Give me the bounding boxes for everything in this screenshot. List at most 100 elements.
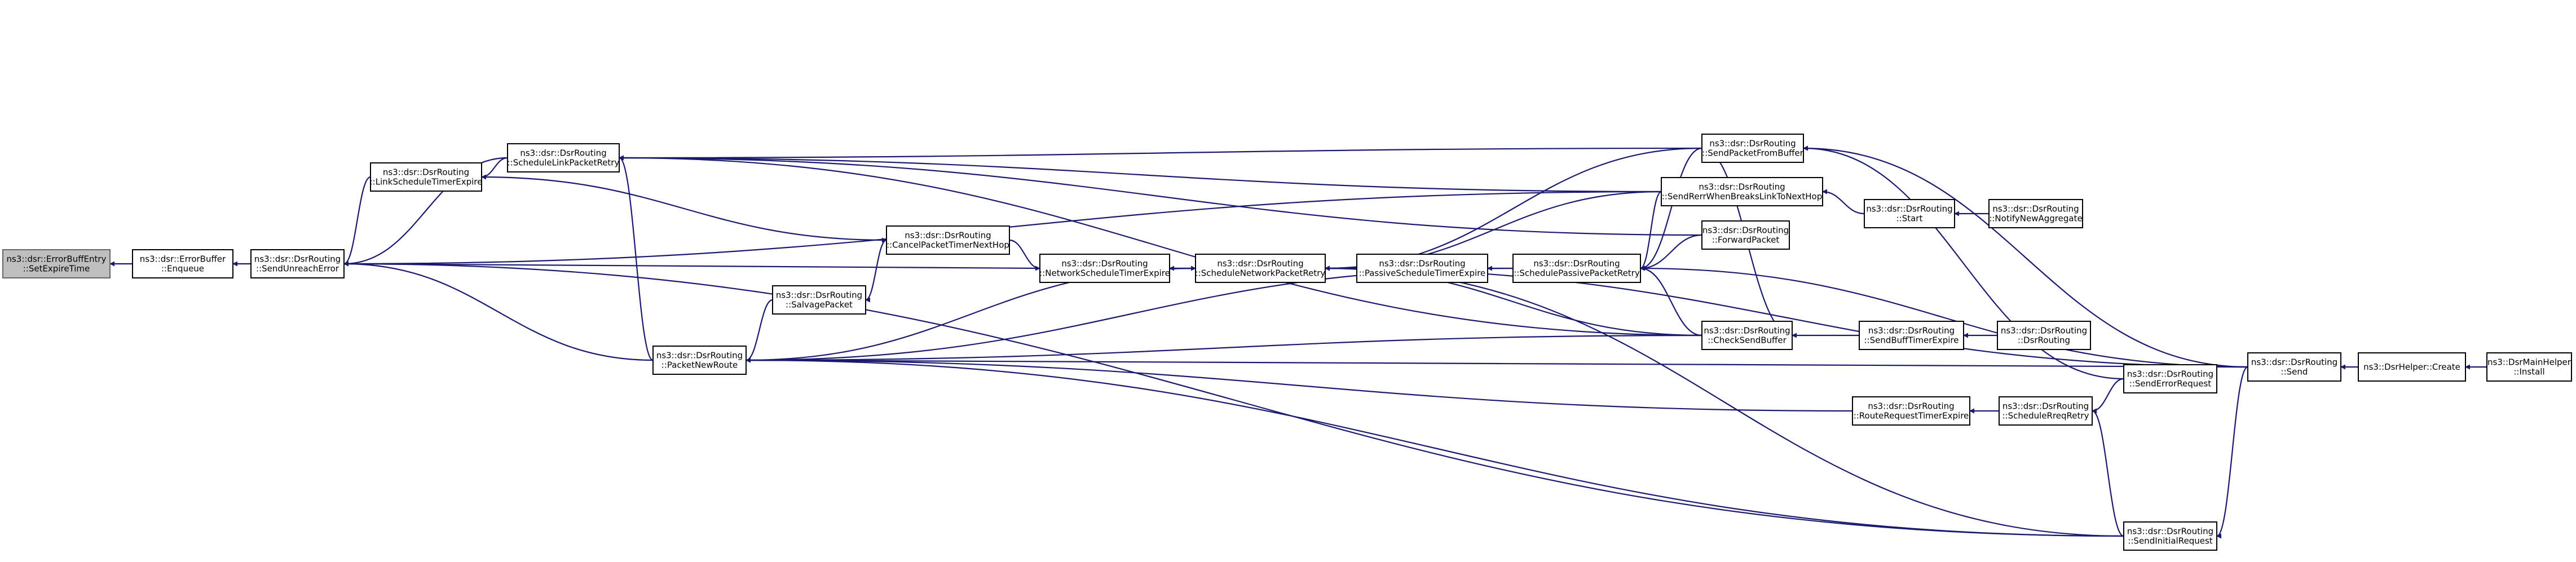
node-label-line: ns3::dsr::DsrRouting [383, 167, 469, 178]
call-edge-n5-to-n2 [343, 261, 654, 361]
function-node-n17[interactable]: ns3::dsr::DsrRouting::SendInitialRequest [2123, 521, 2217, 551]
node-label-line: ns3::dsr::DsrRouting [2251, 357, 2337, 368]
node-label-line: ::CancelPacketTimerNextHop [886, 240, 1009, 250]
call-edge-n7-to-n6 [865, 239, 887, 303]
call-edge-n17-to-n5 [746, 357, 2124, 537]
node-label-line: ns3::dsr::DsrRouting [1992, 204, 2079, 214]
node-label-line: ::LinkScheduleTimerExpire [370, 177, 483, 187]
node-label-line: ns3::dsr::DsrRouting [656, 351, 743, 361]
call-edge-n13-to-n4 [619, 155, 1662, 193]
node-label-line: ns3::dsr::ErrorBuffEntry [7, 254, 107, 264]
node-label-line: ns3::dsr::DsrRouting [1868, 326, 1955, 336]
node-box [1864, 199, 1955, 228]
function-node-n11[interactable]: ns3::dsr::DsrRouting::SchedulePassivePac… [1512, 254, 1641, 283]
node-label-line: ns3::dsr::DsrRouting [520, 148, 606, 158]
node-label-line: ::PassiveScheduleTimerExpire [1359, 268, 1486, 278]
call-edge-n14-to-n11 [1640, 234, 1702, 271]
node-box [1997, 321, 2091, 350]
call-edge-n17-to-n22 [2092, 408, 2124, 537]
call-edge-n23-to-n22 [2092, 378, 2124, 414]
node-label-line: ns3::dsr::DsrRouting [1868, 401, 1954, 411]
node-label-line: ::SchedulePassivePacketRetry [1514, 268, 1640, 278]
node-label-line: ns3::dsr::DsrRouting [2002, 401, 2089, 411]
node-label-line: ::ScheduleRreqRetry [2002, 411, 2089, 421]
call-edge-n15-to-n5 [746, 334, 1702, 363]
call-edge-n14-to-n4 [619, 155, 1702, 236]
function-node-n3[interactable]: ns3::dsr::DsrRouting::LinkScheduleTimerE… [370, 162, 483, 192]
node-box [772, 285, 866, 315]
node-label-line: ::ScheduleLinkPacketRetry [508, 158, 620, 168]
function-node-n12[interactable]: ns3::dsr::DsrRouting::SendPacketFromBuff… [1701, 134, 1804, 163]
call-edge-n15-to-n4 [619, 155, 1702, 337]
call-edge-n12-to-n4 [619, 147, 1702, 161]
node-label-line: ns3::dsr::DsrRouting [1533, 259, 1620, 269]
node-label-line: ::ScheduleNetworkPacketRetry [1196, 268, 1326, 278]
function-node-n14[interactable]: ns3::dsr::DsrRouting::ForwardPacket [1701, 220, 1790, 250]
function-node-n9[interactable]: ns3::dsr::DsrRouting::ScheduleNetworkPac… [1195, 254, 1326, 283]
node-label-line: ns3::dsr::DsrRouting [1702, 225, 1789, 236]
node-label-line: ns3::dsr::DsrRouting [776, 290, 862, 300]
node-box [1195, 254, 1326, 283]
node-label-line: ns3::dsr::DsrRouting [1699, 182, 1785, 192]
function-node-n24[interactable]: ns3::dsr::DsrRouting::Send [2247, 352, 2341, 382]
node-label-line: ns3::dsr::DsrRouting [1866, 204, 1952, 214]
node-box [1701, 321, 1793, 350]
node-label-line: ::Install [2513, 367, 2544, 377]
call-edge-n12-to-n9 [1325, 147, 1702, 271]
node-label-line: ::SetExpireTime [23, 264, 90, 274]
function-node-n22[interactable]: ns3::dsr::DsrRouting::ScheduleRreqRetry [1999, 396, 2093, 426]
node-label-line: ::ForwardPacket [1712, 235, 1780, 245]
node-label-line: ns3::dsr::DsrRouting [2001, 326, 2087, 336]
node-label-line: ::Start [1896, 214, 1923, 224]
call-edge-n4-to-n3 [481, 157, 508, 180]
node-label-line: ::SendErrorRequest [2129, 379, 2211, 389]
function-node-n4[interactable]: ns3::dsr::DsrRouting::ScheduleLinkPacket… [507, 143, 620, 172]
function-node-n0[interactable]: ns3::dsr::ErrorBuffEntry::SetExpireTime [2, 249, 111, 278]
function-node-n7[interactable]: ns3::dsr::DsrRouting::CancelPacketTimerN… [886, 225, 1010, 255]
function-node-n8[interactable]: ns3::dsr::DsrRouting::NetworkScheduleTim… [1039, 254, 1170, 283]
call-edge-n6-to-n5 [746, 299, 773, 363]
function-node-n1[interactable]: ns3::dsr::ErrorBuffer::Enqueue [132, 249, 233, 278]
function-node-n21[interactable]: ns3::dsr::DsrRouting::DsrRouting [1997, 321, 2091, 350]
function-node-n5[interactable]: ns3::dsr::DsrRouting::PacketNewRoute [652, 346, 747, 375]
node-box [1701, 134, 1804, 163]
call-edge-n3-to-n7 [481, 176, 887, 243]
node-box [1859, 321, 1964, 350]
node-box [1999, 396, 2093, 426]
node-label-line: ::NetworkScheduleTimerExpire [1039, 268, 1170, 278]
node-label-line: ns3::dsr::DsrRouting [1379, 259, 1465, 269]
node-label-line: ns3::dsr::DsrRouting [1217, 259, 1303, 269]
node-label-line: ::SendInitialRequest [2128, 536, 2212, 546]
node-label-line: ::NotifyNewAggregate [1989, 214, 2082, 224]
node-box [652, 346, 747, 375]
function-node-n20[interactable]: ns3::dsr::DsrRouting::SendBuffTimerExpir… [1859, 321, 1964, 350]
function-node-n2[interactable]: ns3::dsr::DsrRouting::SendUnreachError [250, 249, 345, 278]
function-node-n26[interactable]: ns3::DsrMainHelper::Install [2486, 352, 2572, 382]
function-node-n23[interactable]: ns3::dsr::DsrRouting::SendErrorRequest [2123, 364, 2217, 393]
function-node-n6[interactable]: ns3::dsr::DsrRouting::SalvagePacket [772, 285, 866, 315]
node-label-line: ::Send [2281, 367, 2308, 377]
node-box [1039, 254, 1170, 283]
function-node-n15[interactable]: ns3::dsr::DsrRouting::CheckSendBuffer [1701, 321, 1793, 350]
node-box [1852, 396, 1970, 426]
function-node-n10[interactable]: ns3::dsr::DsrRouting::PassiveScheduleTim… [1356, 254, 1488, 283]
node-box [1512, 254, 1641, 283]
call-edge-n16-to-n5 [746, 357, 1853, 412]
node-label-line: ::Enqueue [161, 264, 204, 274]
function-node-n25[interactable]: ns3::DsrHelper::Create [2358, 352, 2466, 382]
node-label-line: ns3::dsr::ErrorBuffer [140, 254, 226, 264]
call-edge-n17-to-n2 [343, 261, 2124, 537]
function-node-n16[interactable]: ns3::dsr::DsrRouting::RouteRequestTimerE… [1852, 396, 1970, 426]
node-label-line: ns3::dsr::DsrRouting [1704, 326, 1790, 336]
function-node-n18[interactable]: ns3::dsr::DsrRouting::Start [1864, 199, 1955, 228]
node-box [1988, 199, 2083, 228]
node-box [250, 249, 345, 278]
node-box [507, 143, 620, 172]
node-label-line: ns3::dsr::DsrRouting [254, 254, 341, 264]
node-label-line: ns3::DsrMainHelper [2487, 357, 2571, 368]
function-node-n13[interactable]: ns3::dsr::DsrRouting::SendRerrWhenBreaks… [1661, 177, 1823, 206]
call-edge-n7-to-n8 [1009, 239, 1040, 271]
node-box [2247, 352, 2341, 382]
function-node-n19[interactable]: ns3::dsr::DsrRouting::NotifyNewAggregate [1988, 199, 2083, 228]
